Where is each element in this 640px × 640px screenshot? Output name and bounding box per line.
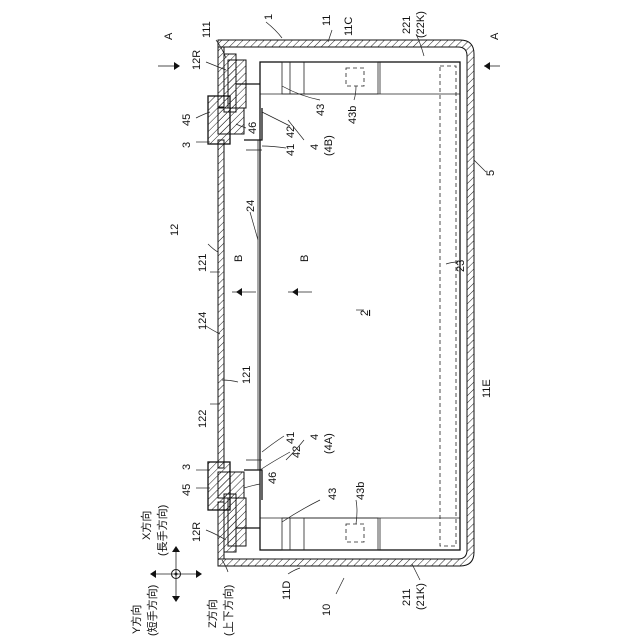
- label-4-top: 4: [309, 144, 321, 150]
- label-A-bottom: A: [489, 32, 501, 40]
- label-12: 12: [169, 224, 181, 236]
- label-A-top: A: [163, 32, 175, 40]
- label-41-top: 41: [285, 144, 297, 156]
- label-3-bot: 3: [181, 464, 193, 470]
- label-23: 23: [455, 260, 467, 272]
- label-2: 2: [359, 310, 371, 316]
- label-111: 111: [201, 21, 213, 38]
- label-43-bot: 43: [327, 488, 339, 500]
- label-4-bot: 4: [309, 434, 321, 440]
- label-11E: 11E: [481, 379, 493, 398]
- label-43-top: 43: [315, 104, 327, 116]
- label-221: 221: [401, 16, 413, 34]
- label-124: 124: [197, 312, 209, 330]
- label-1: 1: [263, 14, 275, 20]
- label-B-right: B: [299, 255, 311, 262]
- outer-case: [218, 40, 474, 566]
- label-42-bot: 42: [291, 446, 303, 458]
- label-10: 10: [321, 604, 333, 616]
- label-42-top: 42: [285, 126, 297, 138]
- label-12R-top: 12R: [191, 50, 203, 70]
- label-121-a: 121: [197, 254, 209, 272]
- label-Y-dir-sub: (短手方向): [145, 585, 159, 636]
- label-41-bot: 41: [285, 432, 297, 444]
- label-Z-dir: Z方向: [205, 599, 219, 628]
- label-X-dir-sub: (長手方向): [155, 505, 169, 556]
- label-3-top: 3: [181, 142, 193, 148]
- label-B-left: B: [233, 255, 245, 262]
- label-43b-top: 43b: [347, 106, 359, 124]
- label-11D: 11D: [281, 581, 293, 600]
- label-4B: (4B): [323, 135, 335, 156]
- top-tab: [282, 62, 378, 94]
- label-43b-bot: 43b: [355, 482, 367, 500]
- label-12R-bot: 12R: [191, 522, 203, 542]
- label-121-b: 121: [241, 366, 253, 384]
- label-4A: (4A): [323, 433, 335, 454]
- labels: 1 11 11C 221 (22K) A A 111 12R 43 43b 42…: [129, 11, 501, 636]
- label-21K: (21K): [415, 583, 427, 610]
- label-46-top: 46: [247, 122, 259, 134]
- label-24: 24: [245, 200, 257, 212]
- label-Y-dir: Y方向: [129, 605, 143, 634]
- label-11C: 11C: [343, 17, 355, 36]
- label-45-bot: 45: [181, 484, 193, 496]
- label-211: 211: [401, 588, 413, 606]
- label-5: 5: [485, 170, 497, 176]
- label-11: 11: [321, 15, 333, 26]
- label-45-top: 45: [181, 114, 193, 126]
- label-Z-dir-sub: (上下方向): [221, 585, 235, 636]
- label-122: 122: [197, 410, 209, 428]
- label-46-bot: 46: [267, 472, 279, 484]
- bottom-tab: [282, 518, 378, 550]
- label-X-dir: X方向: [139, 511, 153, 540]
- label-22K: (22K): [415, 11, 427, 38]
